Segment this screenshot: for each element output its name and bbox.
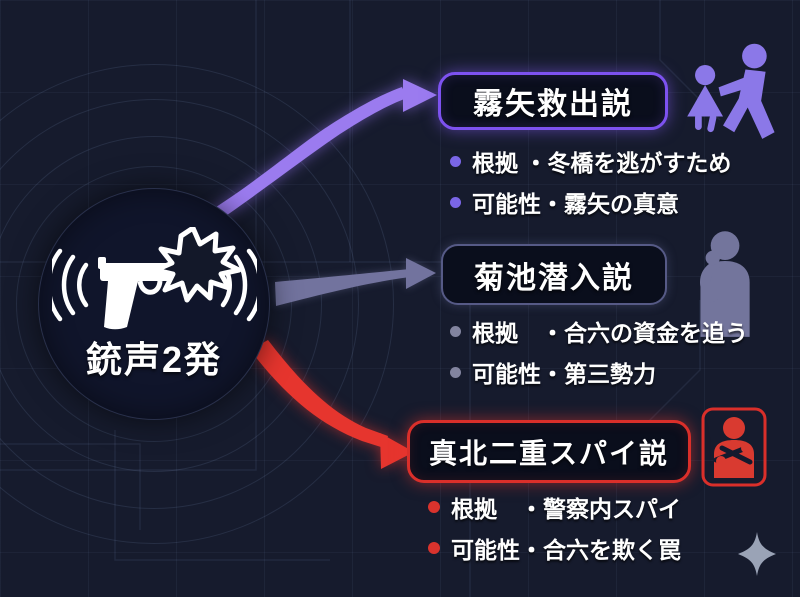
theory-2-title: 菊池潜入説 <box>474 261 634 295</box>
bullet-row: 可能性・合六を欺く罠 <box>428 531 681 565</box>
bullet-dot <box>428 542 440 554</box>
bullet-row: 根拠 ・冬橋を逃がすため <box>450 144 731 178</box>
central-node-label: 銃声2発 <box>85 339 223 380</box>
bullet-text: 可能性・霧矢の真意 <box>472 191 679 217</box>
rescue-people-icon <box>687 43 775 139</box>
arrow-to-theory-2 <box>275 258 436 306</box>
bullet-row: 根拠 ・警察内スパイ <box>428 490 681 524</box>
sound-waves-left <box>52 248 89 322</box>
theory-1-bullets: 根拠 ・冬橋を逃がすため 可能性・霧矢の真意 <box>450 144 731 219</box>
gun-with-muzzle-flash-icon <box>52 227 257 330</box>
bullet-dot <box>450 155 461 167</box>
central-node-gunshots: 銃声2発 <box>38 188 270 420</box>
bullet-text: 可能性・第三勢力 <box>472 361 656 387</box>
bullet-row: 根拠 ・合六の資金を追う <box>450 314 748 348</box>
theory-1-title-box: 霧矢救出説 <box>438 72 668 130</box>
bullet-text: 根拠 ・警察内スパイ <box>451 496 681 522</box>
theory-3-title-box: 真北二重スパイ説 <box>407 420 691 483</box>
theory-2-title-box: 菊池潜入説 <box>441 244 667 305</box>
theory-3-bullets: 根拠 ・警察内スパイ 可能性・合六を欺く罠 <box>428 490 681 565</box>
bullet-dot <box>450 196 461 208</box>
muzzle-flash-icon <box>153 227 242 303</box>
theory-2-bullets: 根拠 ・合六の資金を追う 可能性・第三勢力 <box>450 314 748 389</box>
bullet-dot <box>450 325 461 337</box>
arrow-to-theory-3 <box>250 340 414 469</box>
bullet-text: 可能性・合六を欺く罠 <box>451 537 681 563</box>
arrow-to-theory-1 <box>160 79 437 248</box>
spy-person-icon <box>701 407 767 487</box>
sparkle-icon <box>738 532 776 576</box>
bullet-row: 可能性・第三勢力 <box>450 355 748 389</box>
theory-1-title: 霧矢救出説 <box>473 88 633 121</box>
thinking-person-icon <box>700 231 750 337</box>
bullet-dot <box>428 501 440 513</box>
bullet-text: 根拠 ・合六の資金を追う <box>472 320 748 346</box>
bullet-row: 可能性・霧矢の真意 <box>450 185 731 219</box>
bullet-dot <box>450 366 461 378</box>
theory-3-title: 真北二重スパイ説 <box>428 437 669 469</box>
spy-icon-frame <box>701 407 767 487</box>
bullet-text: 根拠 ・冬橋を逃がすため <box>472 150 732 176</box>
